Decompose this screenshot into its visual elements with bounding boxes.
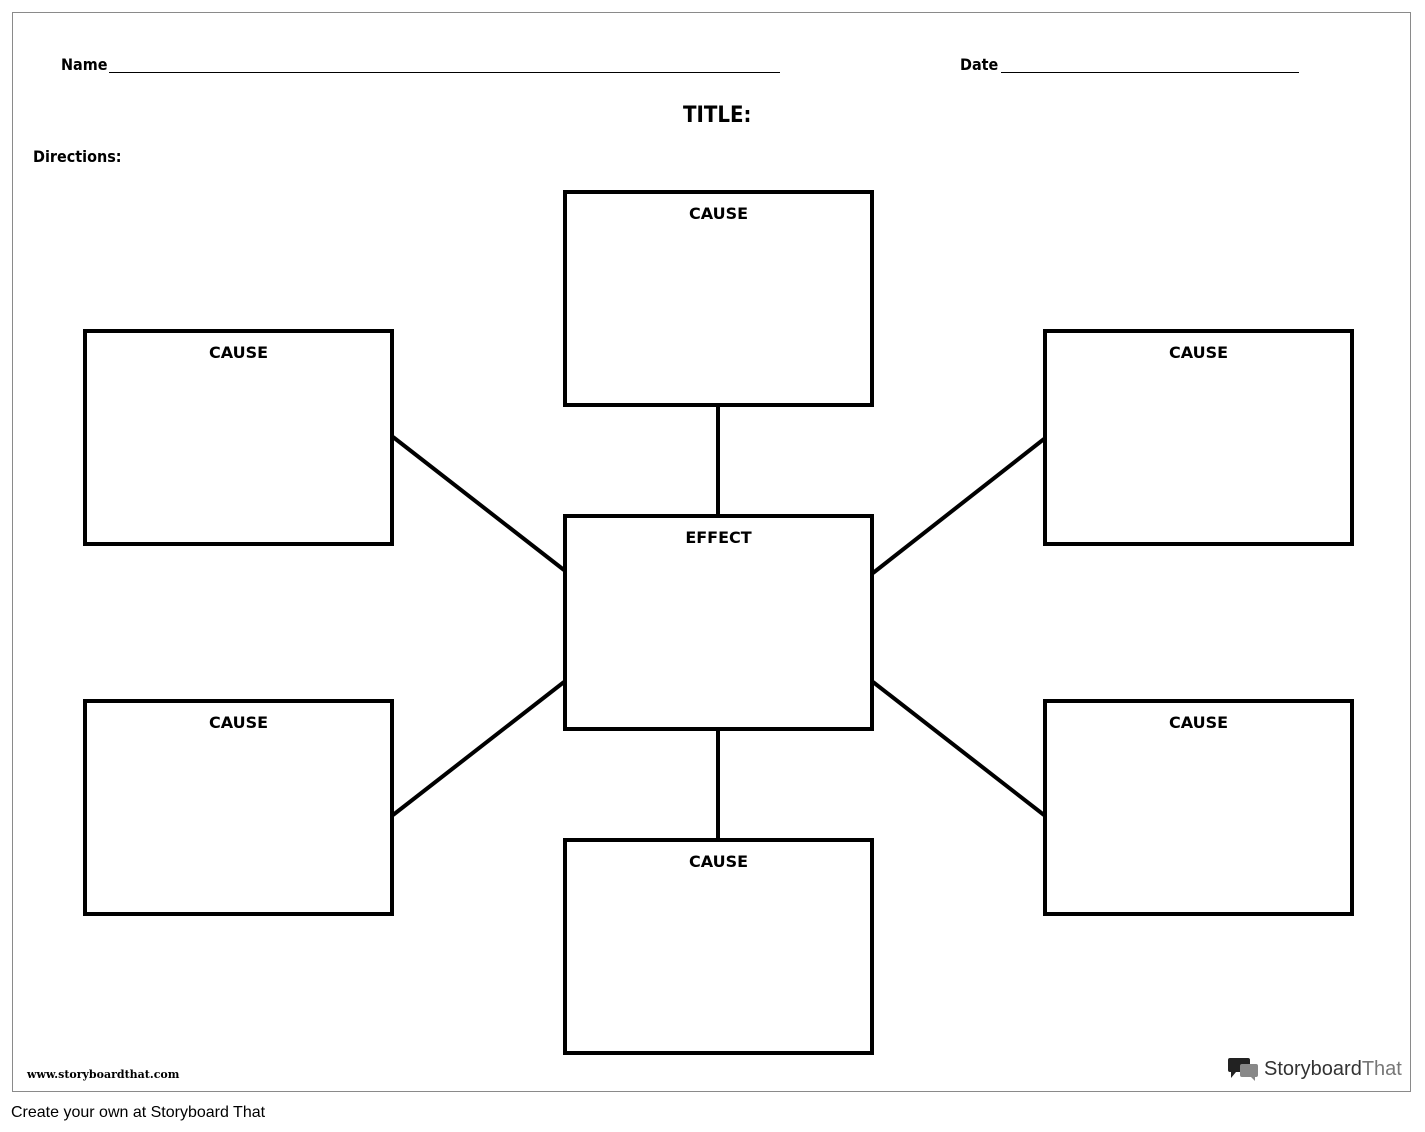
storyboardthat-logo[interactable]: StoryboardThat [1228, 1056, 1402, 1082]
brand-wordmark: StoryboardThat [1264, 1058, 1402, 1081]
cause-box-bottom: CAUSE [563, 838, 874, 1055]
connector-lower-left [391, 680, 566, 817]
brand-light-text: That [1361, 1057, 1402, 1080]
footer-url: www.storyboardthat.com [27, 1068, 180, 1081]
connector-upper-right [871, 437, 1046, 575]
effect-box-center: EFFECT [563, 514, 874, 731]
cause-label: CAUSE [1168, 343, 1229, 362]
brand-main-text: Storyboard [1264, 1057, 1362, 1080]
cause-box-lower-right: CAUSE [1043, 699, 1354, 916]
speech-bubbles-icon [1228, 1058, 1258, 1081]
cause-box-lower-left: CAUSE [83, 699, 394, 916]
create-your-own-link[interactable]: Create your own at Storyboard That [11, 1104, 266, 1121]
cause-label: CAUSE [688, 204, 749, 223]
cause-box-top: CAUSE [563, 190, 874, 407]
cause-label: CAUSE [208, 343, 269, 362]
directions-label: Directions: [33, 147, 122, 166]
date-blank-line [1001, 72, 1299, 73]
name-label: Name [61, 55, 108, 74]
cause-label: CAUSE [208, 713, 269, 732]
connector-lower-right [871, 680, 1046, 817]
title-label: TITLE: [683, 103, 752, 128]
cause-label: CAUSE [688, 852, 749, 871]
name-blank-line [109, 72, 780, 73]
cause-label: CAUSE [1168, 713, 1229, 732]
cause-box-upper-right: CAUSE [1043, 329, 1354, 546]
date-label: Date [960, 55, 999, 74]
cause-box-upper-left: CAUSE [83, 329, 394, 546]
effect-label: EFFECT [685, 528, 752, 547]
connector-upper-left [391, 435, 566, 572]
